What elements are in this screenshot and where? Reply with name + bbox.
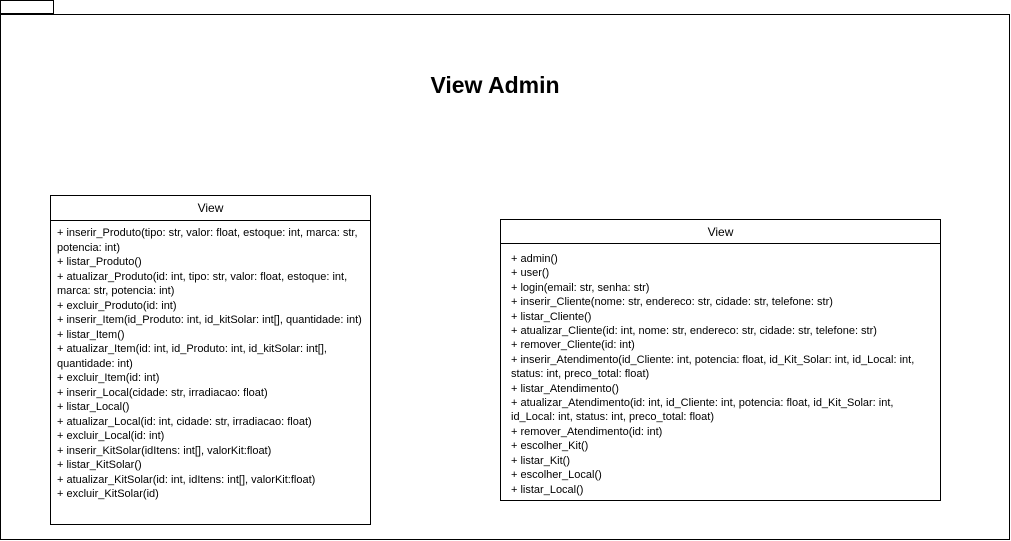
package-tab: [0, 0, 54, 14]
operation: + listar_Local(): [57, 401, 130, 413]
operation: + inserir_Item(id_Produto: int, id_kitSo…: [57, 314, 362, 326]
operations-list: + admin() + user() + login(email: str, s…: [501, 244, 940, 497]
operation: + remover_Atendimento(id: int): [511, 425, 663, 438]
operation: + inserir_Local(cidade: str, irradiacao:…: [57, 386, 268, 399]
operation: + inserir_KitSolar(idItens: int[], valor…: [57, 444, 272, 457]
operation: + admin(): [511, 253, 558, 265]
operation: + escolher_Local(): [511, 469, 602, 482]
operation: + escolher_Kit(): [511, 440, 589, 453]
operation: + atualizar_Atendimento(id: int, id_Clie…: [511, 397, 894, 424]
operation: + remover_Cliente(id: int): [511, 339, 635, 352]
operation: + atualizar_Local(id: int, cidade: str, …: [57, 415, 312, 428]
operation: + listar_Local(): [511, 483, 584, 496]
operation: + atualizar_Item(id: int, id_Produto: in…: [57, 343, 327, 370]
operation: + listar_Produto(): [57, 256, 142, 268]
operation: + inserir_Cliente(nome: str, endereco: s…: [511, 296, 833, 309]
operation: + excluir_Local(id: int): [57, 430, 165, 442]
operation: + listar_Kit(): [511, 454, 570, 467]
operation: + atualizar_KitSolar(id: int, idItens: i…: [57, 473, 316, 486]
operation: + inserir_Atendimento(id_Cliente: int, p…: [511, 353, 915, 381]
operation: + listar_Atendimento(): [511, 382, 619, 395]
operation: + excluir_Item(id: int): [57, 372, 160, 384]
class-box-user-view[interactable]: View + admin() + user() + login(email: s…: [500, 219, 941, 501]
operations-list: + inserir_Produto(tipo: str, valor: floa…: [51, 221, 370, 502]
operation: + inserir_Produto(tipo: str, valor: floa…: [57, 227, 358, 254]
operation: + excluir_Produto(id: int): [57, 299, 177, 312]
operation: + listar_Cliente(): [511, 310, 592, 323]
class-name: View: [51, 196, 370, 221]
operation: + listar_Item(): [57, 328, 125, 341]
class-box-admin-view[interactable]: View + inserir_Produto(tipo: str, valor:…: [50, 195, 371, 525]
operation: + login(email: str, senha: str): [511, 281, 650, 294]
operation: + excluir_KitSolar(id): [57, 488, 159, 500]
operation: + atualizar_Produto(id: int, tipo: str, …: [57, 270, 348, 298]
class-name: View: [501, 220, 940, 244]
operation: + atualizar_Cliente(id: int, nome: str, …: [511, 325, 877, 338]
operation: + user(): [511, 267, 550, 280]
operation: + listar_KitSolar(): [57, 459, 142, 471]
package-title: View Admin: [430, 72, 560, 98]
